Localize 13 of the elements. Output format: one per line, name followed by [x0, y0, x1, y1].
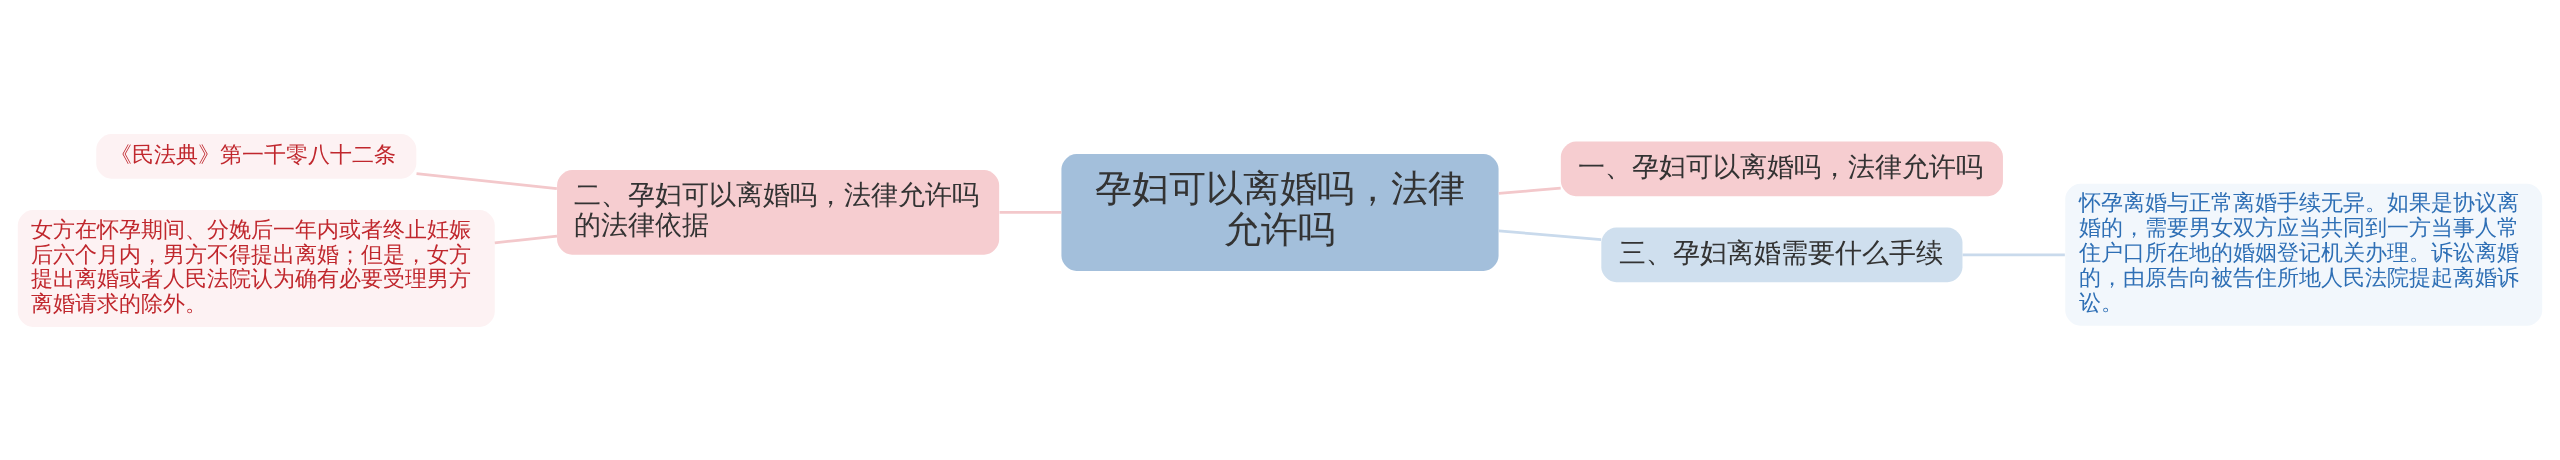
node-box: 孕妇可以离婚吗，法律允许吗 — [1061, 153, 1499, 271]
node-box: 《民法典》第一千零八十二条 — [96, 133, 417, 179]
node-box: 三、孕妇离婚需要什么手续 — [1601, 226, 1963, 282]
connector — [416, 171, 557, 190]
connector — [1498, 186, 1561, 195]
node-box: 一、孕妇可以离婚吗，法律允许吗 — [1560, 140, 2003, 196]
node-box: 女方在怀孕期间、分娩后一年内或者终止妊娠后六个月内，男方不得提出离婚；但是，女方提出离婚或者人民法院认为确有必要受理男方离婚请求的除外。 — [17, 209, 495, 327]
node-box: 怀孕离婚与正常离婚手续无异。如果是协议离婚的，需要男女双方应当共同到一方当事人常住户口所在地的婚姻登记机关办理。诉讼离婚的，由原告向被告住所地人民法院提起离婚诉讼。 — [2065, 183, 2543, 326]
connector — [1962, 252, 2065, 256]
connector — [1498, 229, 1602, 241]
connector — [999, 210, 1062, 214]
connector — [494, 234, 558, 244]
node-box: 二、孕妇可以离婚吗，法律允许吗的法律依据 — [557, 169, 1000, 255]
